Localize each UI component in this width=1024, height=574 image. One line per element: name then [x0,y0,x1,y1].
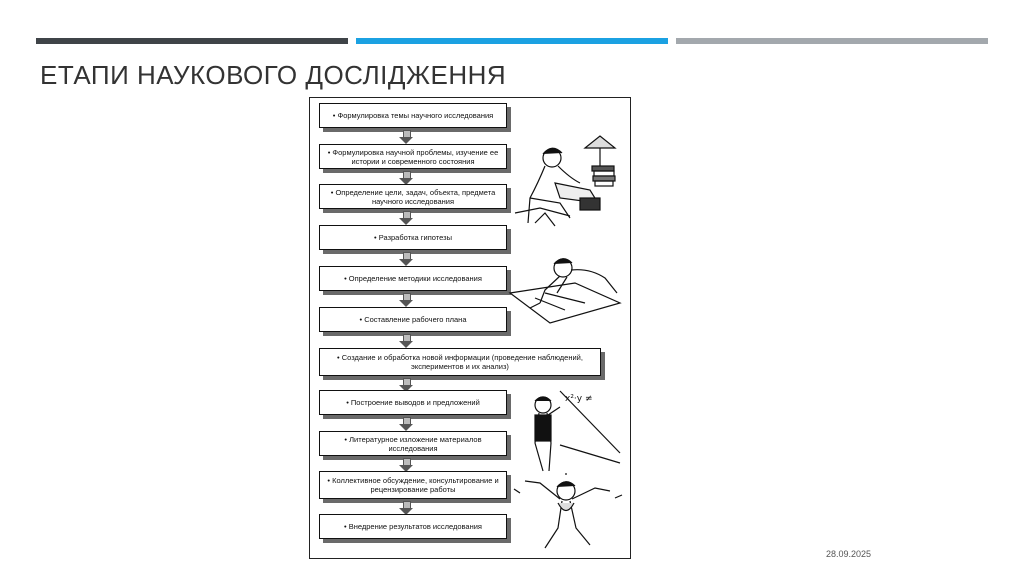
step-8: • Построение выводов и предложений [319,390,507,415]
header-bar-blue [356,38,668,44]
researcher-celebrating-icon [513,473,623,549]
research-stages-diagram: • Формулировка темы научного исследовани… [309,97,631,559]
step-6: • Составление рабочего плана [319,307,507,332]
step-4-text: • Разработка гипотезы [374,233,452,242]
step-11: • Внедрение результатов исследования [319,514,507,539]
header-bar-dark [36,38,348,44]
step-8-text: • Построение выводов и предложений [346,398,480,407]
step-3-text: • Определение цели, задач, объекта, пред… [330,187,496,206]
slide-date: 28.09.2025 [826,549,872,559]
step-10-text: • Коллективное обсуждение, консультирова… [327,476,499,494]
step-1: • Формулировка темы научного исследовани… [319,103,507,128]
step-3: • Определение цели, задач, объекта, пред… [319,184,507,209]
step-2: • Формулировка научной проблемы, изучени… [319,144,507,169]
step-4: • Разработка гипотезы [319,225,507,250]
header-bar-gray [676,38,988,44]
step-7-text: • Создание и обработка новой информации … [337,353,583,371]
step-11-text: • Внедрение результатов исследования [343,522,482,531]
step-9: • Литературное изложение материалов иссл… [319,431,507,456]
step-5-text: • Определение методики исследования [344,274,482,283]
step-6-text: • Составление рабочего плана [359,315,467,324]
researcher-drawing-icon [508,258,622,324]
researcher-blackboard-icon: x²·y ≠ [534,390,621,472]
step-5: • Определение методики исследования [319,266,507,291]
step-9-text: • Литературное изложение материалов иссл… [344,434,482,453]
step-1-text: • Формулировка темы научного исследовани… [332,111,494,120]
step-10: • Коллективное обсуждение, консультирова… [319,471,507,499]
step-7: • Создание и обработка новой информации … [319,348,601,376]
step-2-text: • Формулировка научной проблемы, изучени… [327,147,499,166]
svg-text:x²·y ≠: x²·y ≠ [565,394,593,404]
researcher-reading-icon [514,135,617,227]
slide-title: ЕТАПИ НАУКОВОГО ДОСЛІДЖЕННЯ [40,60,507,90]
